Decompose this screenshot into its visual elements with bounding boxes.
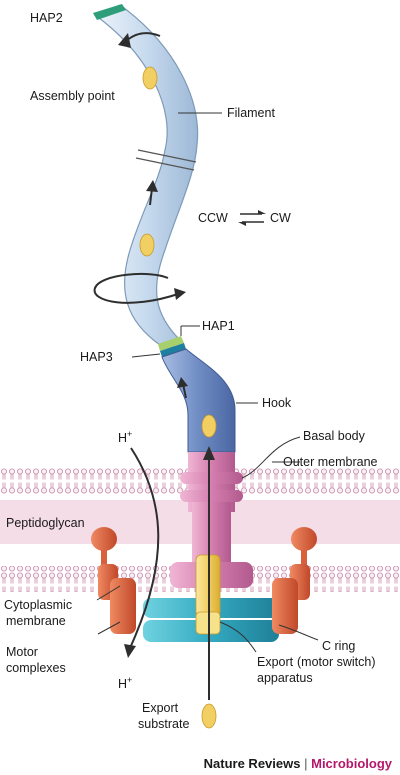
motor-complex-left xyxy=(91,527,136,634)
peptidoglycan-label: Peptidoglycan xyxy=(6,516,85,530)
motor-complexes-leader xyxy=(97,621,121,635)
hap3-leader xyxy=(131,353,161,358)
rotation-arrowhead xyxy=(174,288,186,300)
curved-arrowhead-top xyxy=(118,33,131,48)
journal-credit: Nature Reviews | Microbiology xyxy=(0,753,400,775)
cytoplasmic-membrane-label-2: membrane xyxy=(6,614,66,628)
cw-label: CW xyxy=(270,211,291,225)
export-substrate-label-2: substrate xyxy=(138,717,189,731)
export-apparatus-label-1: Export xyxy=(257,655,294,669)
publisher-name: Nature Reviews xyxy=(203,756,301,771)
journal-name: Microbiology xyxy=(311,756,392,771)
ccw-label: CCW xyxy=(198,211,228,225)
proton-flow-arrowhead xyxy=(124,644,136,658)
export-substrate-label-1: Export xyxy=(142,701,179,715)
hook-label: Hook xyxy=(262,396,292,410)
basal-body-stem xyxy=(192,502,231,562)
assembly-point-label: Assembly point xyxy=(30,89,115,103)
filament-break-mark xyxy=(137,149,197,163)
hook xyxy=(161,348,236,453)
export-pathway-arrowhead xyxy=(203,446,215,460)
c-ring-label-2: (motor switch) xyxy=(297,655,375,669)
subunit xyxy=(201,414,217,438)
switch-arrowhead-left xyxy=(238,222,246,226)
subunit xyxy=(142,66,158,90)
export-apparatus-label-2: apparatus xyxy=(257,671,313,685)
hap3-collar xyxy=(160,343,186,357)
c-ring-label-1: C ring xyxy=(322,639,355,653)
proton-flow-arrow xyxy=(129,447,160,649)
p-ring xyxy=(180,490,243,502)
export-apparatus-leader xyxy=(219,621,257,653)
hap3-label: HAP3 xyxy=(80,350,113,364)
credit-separator: | xyxy=(304,756,308,771)
filament xyxy=(93,4,199,348)
hap1-collar xyxy=(158,336,184,351)
cytoplasmic-membrane-label-1: Cytoplasmic xyxy=(4,598,72,612)
basal-body-label: Basal body xyxy=(303,429,366,443)
hap2-label: HAP2 xyxy=(30,11,63,25)
transit-arrowhead xyxy=(146,180,158,192)
filament-break-mark xyxy=(135,157,195,171)
c-ring-leader xyxy=(278,624,319,641)
filament-label: Filament xyxy=(227,106,275,120)
cytoplasmic-membrane-leader xyxy=(96,585,121,601)
motor-complexes-label-2: complexes xyxy=(6,661,66,675)
proton-in-label: H+ xyxy=(118,429,132,445)
rotation-arrow xyxy=(93,272,179,304)
hap1-label: HAP1 xyxy=(202,319,235,333)
motor-complexes-label-1: Motor xyxy=(6,645,38,659)
hap2-cap xyxy=(93,4,126,20)
export-substrate-subunit xyxy=(201,703,217,729)
transit-arrowhead xyxy=(177,377,188,388)
motor-complex-right xyxy=(272,527,317,634)
basal-body-leader xyxy=(241,436,301,479)
subunit xyxy=(139,233,155,257)
switch-arrowhead-right xyxy=(258,210,266,214)
proton-out-label: H+ xyxy=(118,675,132,691)
l-ring xyxy=(180,472,243,484)
outer-membrane-label: Outer membrane xyxy=(283,455,378,469)
